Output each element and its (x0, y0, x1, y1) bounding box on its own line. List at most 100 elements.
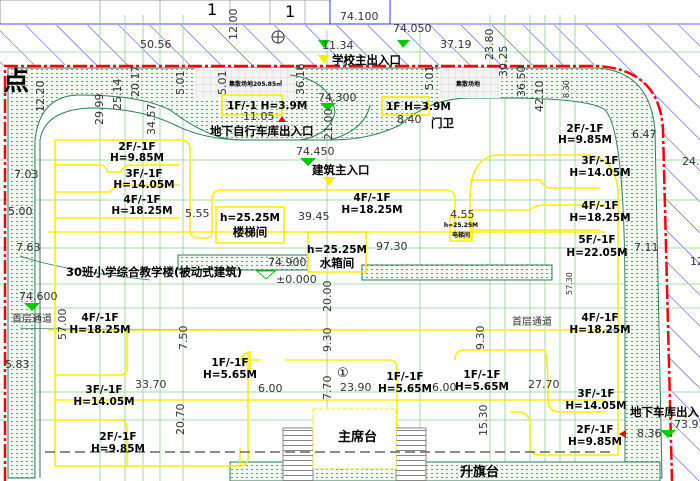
dimension: 4.55 (450, 208, 475, 221)
dimension: 37.19 (440, 38, 472, 51)
block-floors: 4F/-1F (581, 200, 618, 212)
block-floors: 3F/-1F (577, 388, 614, 400)
dimension: 42.10 (533, 81, 546, 113)
corner-mark: 点 (3, 66, 29, 97)
block-height: H=9.85M (568, 436, 622, 448)
school-main-entrance-label: 学校主出入口 (332, 53, 401, 67)
dimension: 5.01 (174, 71, 187, 96)
dimension: 27.70 (528, 378, 560, 391)
dimension: 9.30 (321, 328, 334, 353)
block-height: H=14.05M (113, 179, 174, 191)
dimension: 12.00 (227, 9, 240, 41)
block-floors: 1F/-1F (211, 357, 248, 369)
block-height: H=14.05M (569, 167, 630, 179)
dimension: 7.50 (177, 326, 190, 351)
dimension: 7.03 (14, 168, 39, 181)
block-height: H=9.85M (558, 134, 612, 146)
podium-structure (45, 408, 610, 481)
building-outline (48, 94, 619, 467)
dimension: 39.45 (298, 210, 330, 223)
dimension: 30.25 (497, 46, 510, 78)
axis-mark: ① (337, 366, 349, 381)
block-floors: 5F/-1F (578, 234, 615, 246)
car-garage-entrance-label: 地下车库出入口 (630, 405, 700, 419)
block-floors: 3F/-1F (581, 155, 618, 167)
block-height: h=25.25M (307, 244, 367, 256)
dimension-labels: 50.56 12.00 11.34 37.19 23.80 12.20 29.9… (5, 9, 700, 441)
block-labels: 1F/-1 H=3.9M 1F H=3.9M 2F/-1F H=9.85M 3F… (69, 100, 630, 455)
elevation-markers (24, 40, 676, 438)
block-label: 1F/-1 H=3.9M (227, 100, 307, 112)
dimension: 20.00 (321, 281, 334, 313)
block-floors: 3F/-1F (85, 384, 122, 396)
block-floors: 2F/-1F (118, 141, 155, 153)
entrance-arrows (278, 55, 626, 438)
dimension: 21.00 (322, 109, 335, 141)
plaza-label: 集散场地205.85㎡ (228, 80, 282, 88)
block-height: h=25.25M (220, 212, 280, 224)
dimension: 6.00 (432, 381, 457, 394)
dimension: 8.30 (562, 80, 571, 98)
dimension: 11.05 (243, 110, 275, 123)
dimension: 5.01 (423, 66, 436, 91)
dimension: 23.80 (483, 29, 496, 61)
block-height: H=9.85M (110, 152, 164, 164)
block-height: H=14.05M (73, 396, 134, 408)
block-height: H=18.25M (341, 204, 402, 216)
dimension: 36.16 (294, 64, 307, 96)
block-height: H=5.65M (378, 383, 432, 395)
dimension: 5.83 (5, 358, 30, 371)
block-height: H=18.25M (69, 324, 130, 336)
dimension: 7.11 (634, 241, 659, 254)
elevation-label: 73.920 (674, 418, 700, 431)
dimension: 7.70 (321, 376, 334, 401)
flag-platform-label: 升旗台 (460, 464, 499, 480)
block-floors: 4F/-1F (353, 192, 390, 204)
elevation-label: 74.050 (393, 22, 432, 35)
block-height: H=18.25M (569, 324, 630, 336)
dimension: 33.70 (135, 378, 167, 391)
dimension: 20.70 (174, 404, 187, 436)
block-floors: 1F/-1F (463, 369, 500, 381)
dimension: 15.30 (477, 405, 490, 437)
dimension: 12 (690, 255, 700, 268)
block-height: h=25.25M (444, 222, 478, 229)
dimension: 9.30 (474, 326, 487, 351)
block-name: 水箱间 (320, 256, 355, 270)
dimension: 36.50 (515, 66, 528, 98)
passage-label: 首层通道 (12, 312, 52, 325)
dimension: 12.20 (34, 81, 47, 113)
block-floors: 4F/-1F (81, 312, 118, 324)
block-floors: 4F/-1F (581, 312, 618, 324)
block-floors: 2F/-1F (576, 424, 613, 436)
dimension: 24.7 (682, 155, 700, 168)
block-name: 楼梯间 (233, 225, 268, 239)
dimension: 57.30 (565, 272, 574, 295)
survey-point-cross-icon (272, 31, 284, 43)
block-height: H=14.05M (565, 400, 626, 412)
dimension: 6.47 (632, 128, 657, 141)
dimension: 8.36 (637, 427, 662, 440)
bike-garage-entrance-label: 地下自行车库出入口 (210, 124, 314, 138)
building-main-entrance-label: 建筑主入口 (312, 163, 370, 177)
dimension: 23.90 (340, 381, 372, 394)
block-height: H=9.85M (91, 443, 145, 455)
dimension: 25.14 (111, 79, 124, 111)
dimension: 29.99 (93, 94, 106, 126)
grid-lines (0, 15, 700, 481)
plaza-label: 集散场地 (455, 80, 480, 88)
elevation-label: 74.600 (19, 290, 58, 303)
podium-label: 主席台 (338, 429, 377, 445)
block-floors: 3F/-1F (125, 168, 162, 180)
block-height: H=18.25M (569, 212, 630, 224)
dimension: 6.00 (258, 382, 283, 395)
block-floors: 1F/-1F (386, 371, 423, 383)
elevation-label: 74.900 (268, 256, 307, 269)
grid-mark: 1 (285, 2, 295, 21)
dimension: 34.57 (145, 104, 158, 136)
dimension: 97.30 (376, 240, 408, 253)
block-floors: 2F/-1F (99, 431, 136, 443)
guard-house-label: 门卫 (431, 116, 454, 130)
